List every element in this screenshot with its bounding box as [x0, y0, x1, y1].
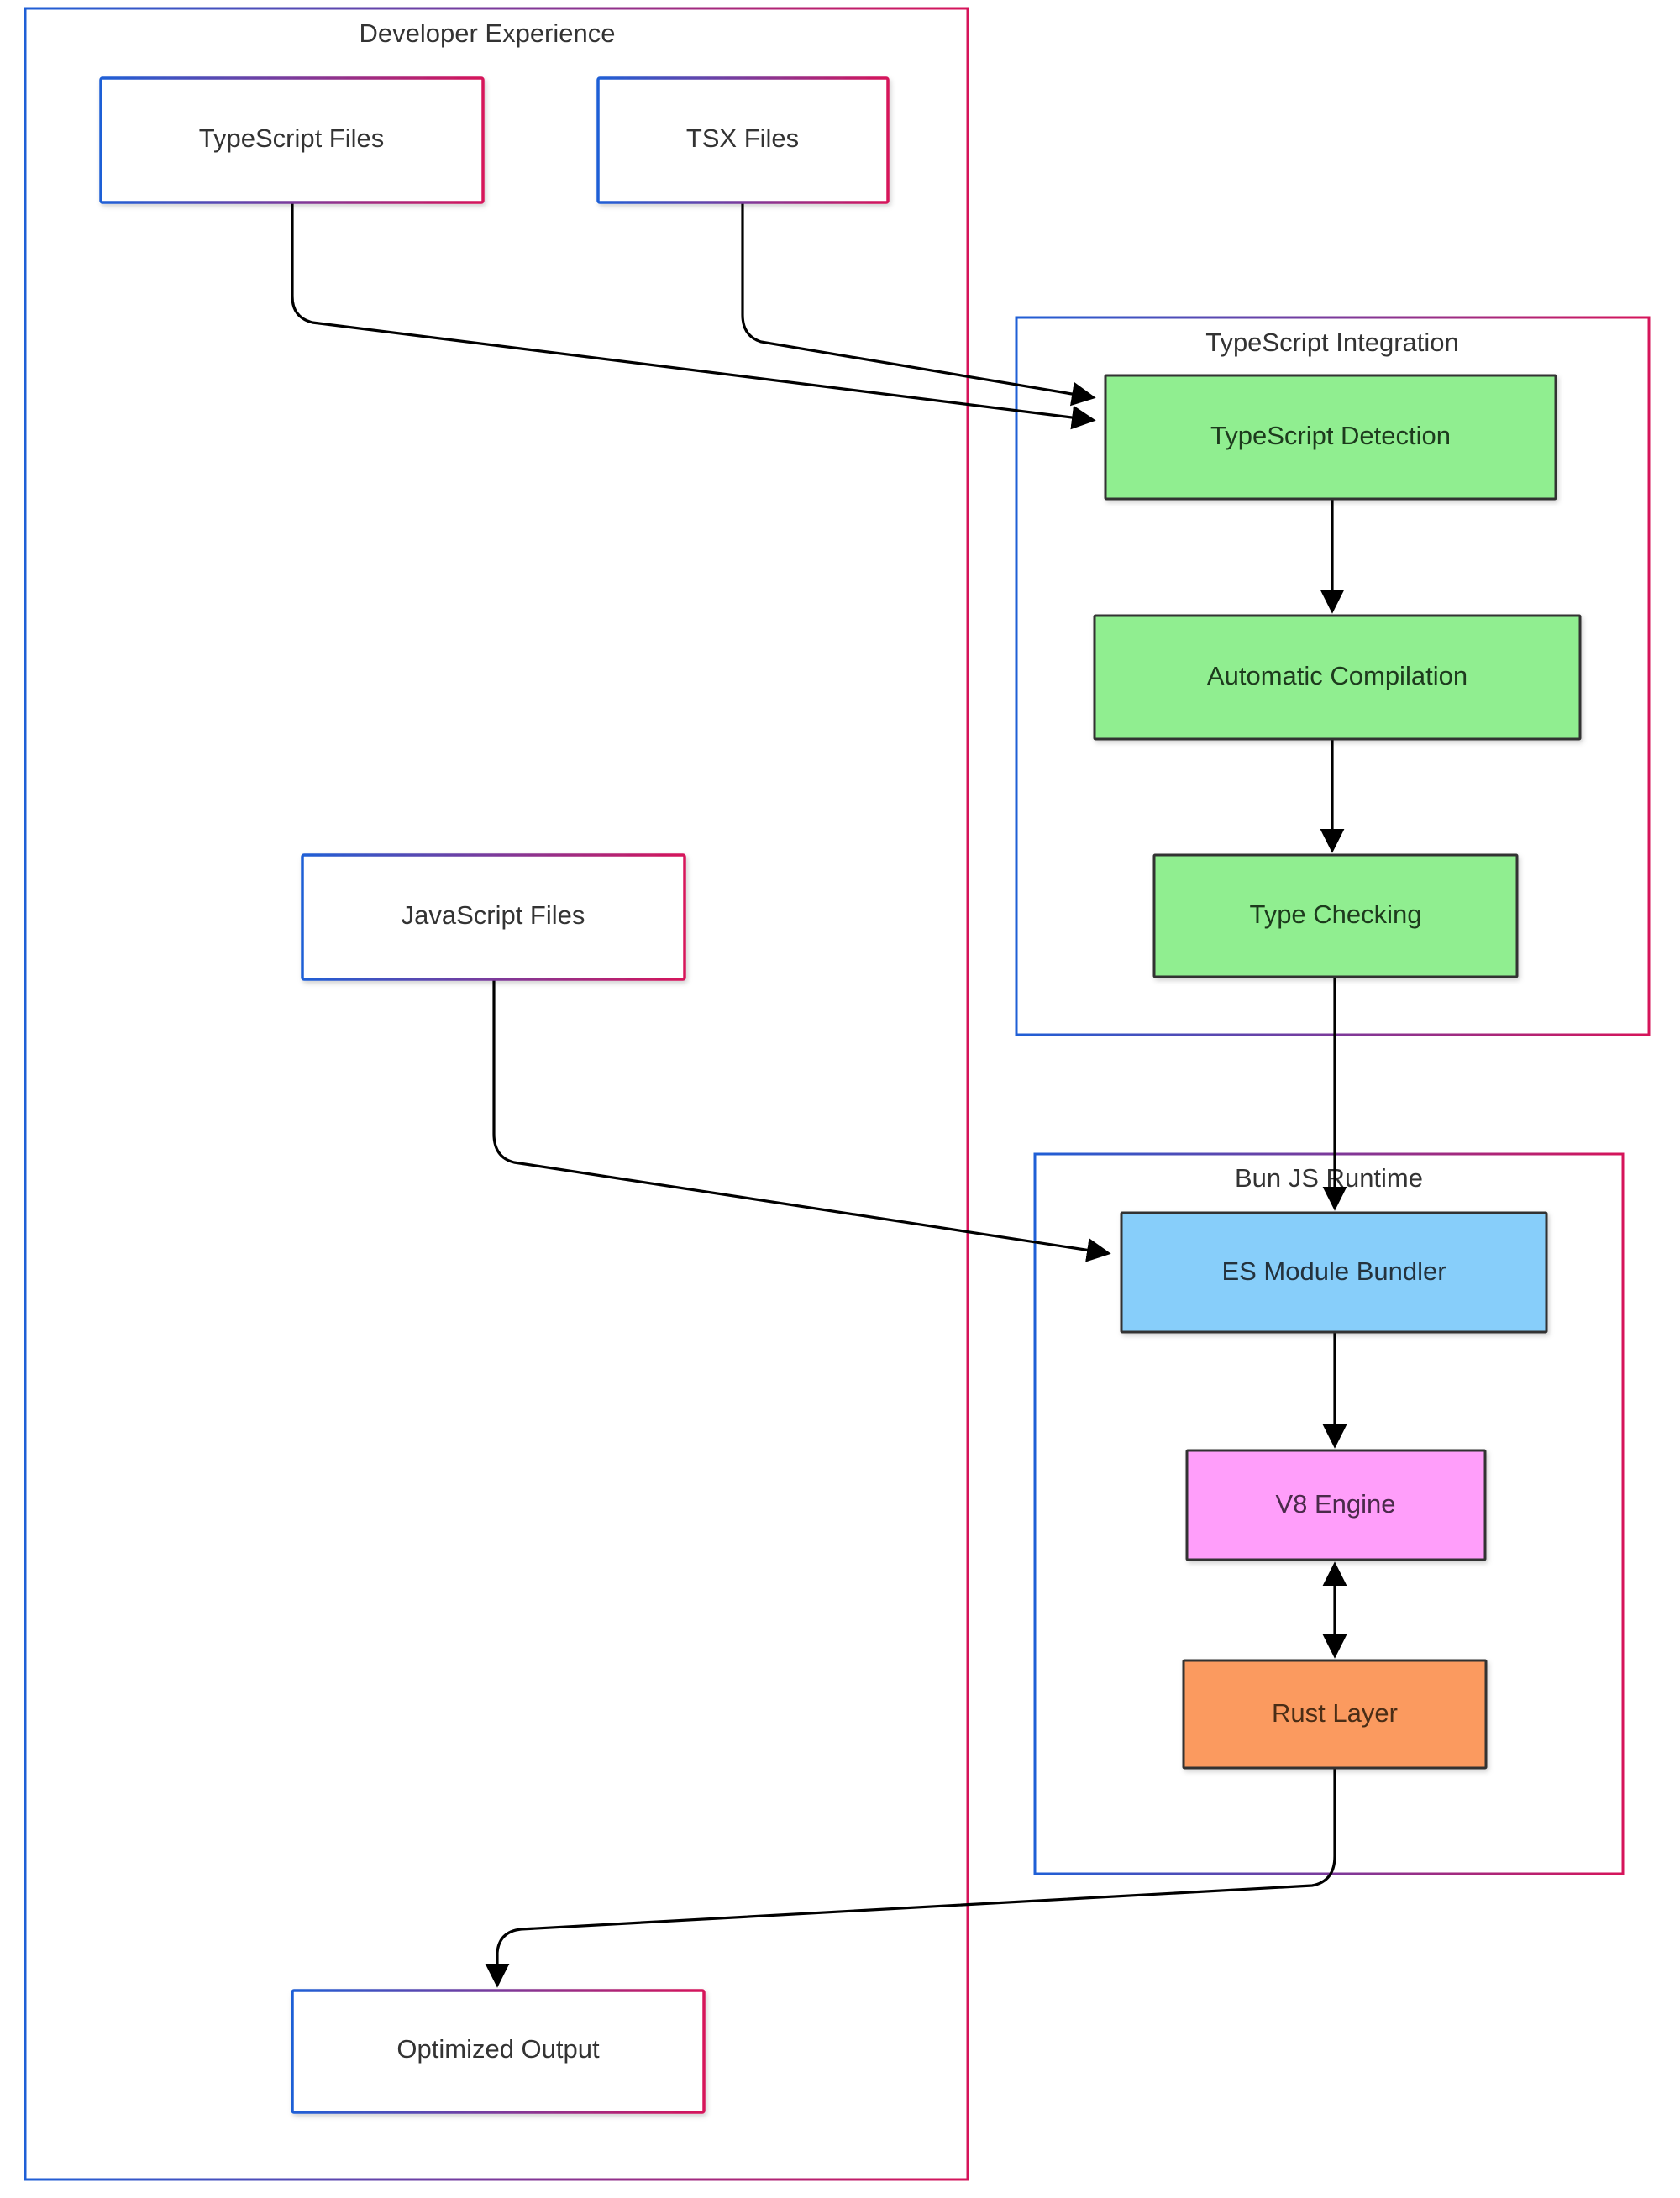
- node-optimized-output-label: Optimized Output: [396, 2034, 600, 2064]
- node-tsx-files-label: TSX Files: [686, 123, 799, 153]
- node-typescript-files[interactable]: TypeScript Files: [99, 76, 485, 204]
- edge-ts-files-to-detection: [291, 202, 1096, 430]
- edge-js-files-to-bundler: [492, 979, 1111, 1262]
- node-typescript-files-label: TypeScript Files: [199, 123, 385, 153]
- node-automatic-compilation[interactable]: Automatic Compilation: [1093, 614, 1582, 741]
- node-type-checking-label: Type Checking: [1249, 900, 1421, 929]
- cluster-developer-experience-border: [24, 7, 969, 2181]
- node-automatic-compilation-label: Automatic Compilation: [1207, 661, 1467, 690]
- node-rust-layer-label: Rust Layer: [1272, 1698, 1398, 1728]
- cluster-developer-experience-title: Developer Experience: [359, 18, 615, 48]
- node-type-checking-box: [1152, 853, 1519, 978]
- edge-layer: [291, 202, 1347, 1988]
- node-v8-engine[interactable]: V8 Engine: [1185, 1449, 1487, 1561]
- node-typescript-files-box: [99, 76, 485, 204]
- node-es-module-bundler[interactable]: ES Module Bundler: [1120, 1211, 1548, 1334]
- edge-tsx-files-to-detection: [741, 202, 1096, 407]
- node-javascript-files[interactable]: JavaScript Files: [301, 853, 686, 981]
- cluster-developer-experience[interactable]: Developer Experience: [24, 7, 969, 2181]
- node-es-module-bundler-label: ES Module Bundler: [1221, 1256, 1446, 1286]
- node-type-checking[interactable]: Type Checking: [1152, 853, 1519, 978]
- node-typescript-detection-label: TypeScript Detection: [1210, 421, 1451, 450]
- node-optimized-output[interactable]: Optimized Output: [291, 1989, 706, 2114]
- node-v8-engine-box: [1185, 1449, 1487, 1561]
- node-typescript-detection-box: [1104, 374, 1557, 501]
- node-javascript-files-label: JavaScript Files: [402, 900, 585, 930]
- node-tsx-files-box: [596, 76, 890, 204]
- cluster-typescript-integration-title: TypeScript Integration: [1205, 328, 1459, 357]
- node-optimized-output-box: [291, 1989, 706, 2114]
- node-rust-layer-box: [1182, 1659, 1488, 1770]
- node-es-module-bundler-box: [1120, 1211, 1548, 1334]
- node-automatic-compilation-box: [1093, 614, 1582, 741]
- edge-rust-to-output: [485, 1768, 1336, 1988]
- node-tsx-files[interactable]: TSX Files: [596, 76, 890, 204]
- node-javascript-files-box: [301, 853, 686, 981]
- node-rust-layer[interactable]: Rust Layer: [1182, 1659, 1488, 1770]
- node-v8-engine-label: V8 Engine: [1275, 1489, 1395, 1519]
- node-typescript-detection[interactable]: TypeScript Detection: [1104, 374, 1557, 501]
- cluster-bun-js-runtime-title: Bun JS Runtime: [1235, 1163, 1423, 1193]
